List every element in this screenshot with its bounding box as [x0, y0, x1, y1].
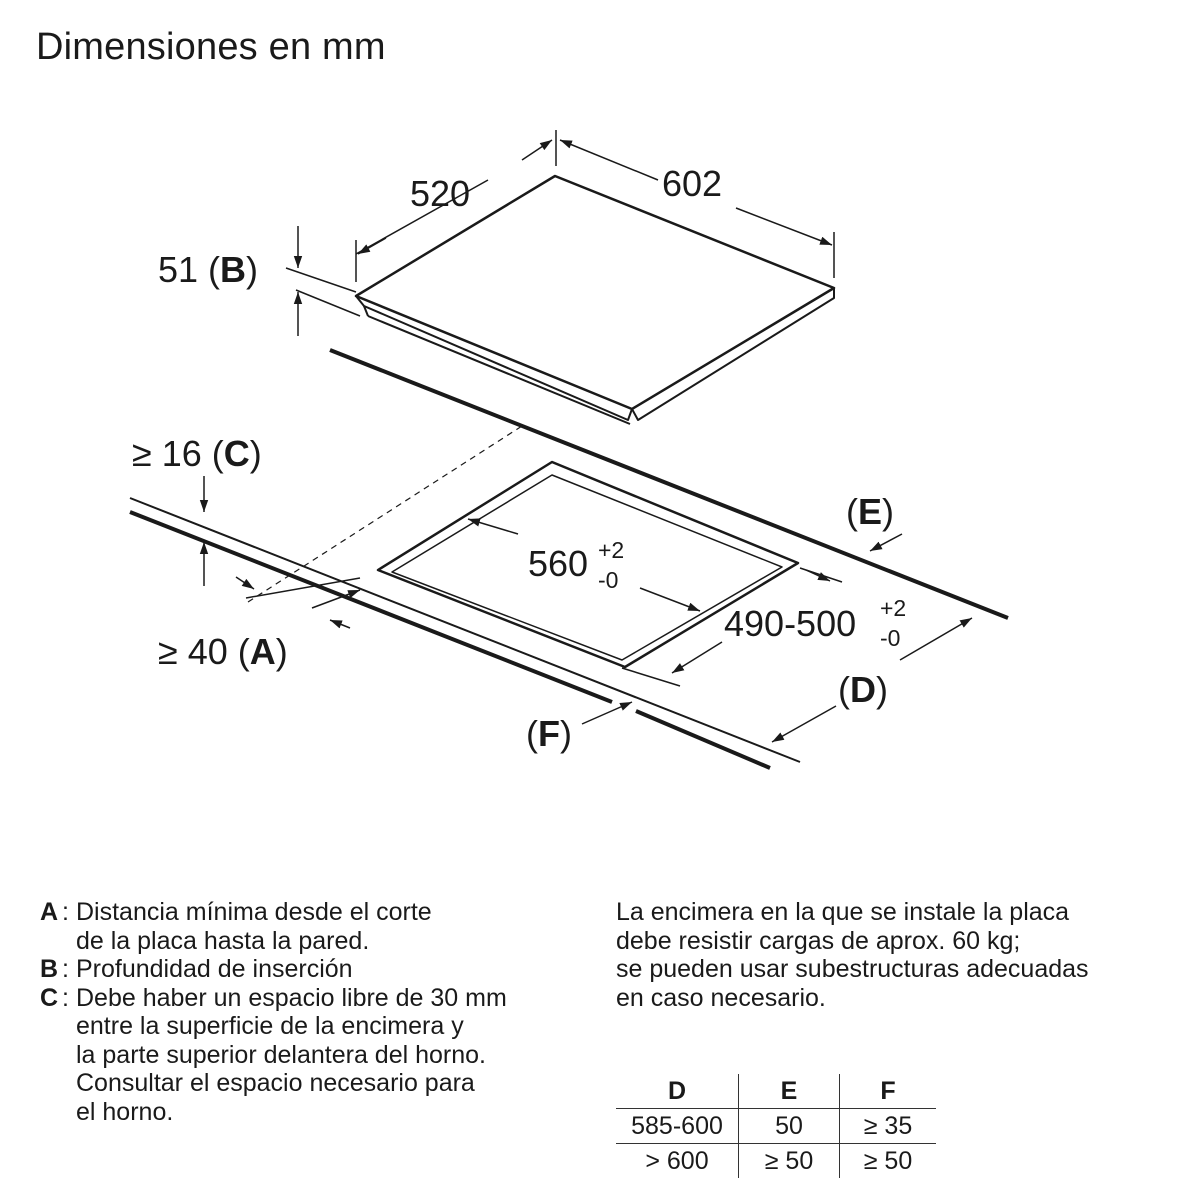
table-header: E: [738, 1074, 840, 1109]
note-line: La encimera en la que se instale la plac…: [616, 898, 1070, 926]
clearance-e-label: (E): [846, 491, 894, 532]
page-title: Dimensiones en mm: [36, 26, 386, 68]
hob-underside-edge: [367, 315, 631, 425]
table-cell: ≥ 50: [839, 1143, 936, 1178]
legend-key: A: [40, 898, 59, 926]
gap-c-dimension-label: ≥ 16 (C): [132, 433, 262, 474]
depth-dimension-label: 520: [410, 173, 470, 214]
hob-front-edge: [355, 295, 633, 421]
worktop-outline: [129, 348, 1009, 770]
load-note: La encimera en la que se instale la plac…: [616, 898, 1089, 1012]
cutout-depth-tol-plus: +2: [880, 595, 906, 621]
note-line: en caso necesario.: [616, 983, 826, 1012]
legend-item-b: B:Profundidad de inserción: [40, 955, 353, 983]
table-header-row: D E F: [616, 1074, 936, 1109]
hob-illustration: [354, 174, 836, 425]
legend-key: B: [40, 955, 59, 983]
worktop-back-edge: [329, 348, 1009, 620]
clearance-d-label: (D): [838, 669, 888, 710]
hidden-cabinet-line: [247, 425, 523, 603]
note-line: debe resistir cargas de aprox. 60 kg;: [616, 926, 1021, 955]
worktop-front-edge-top: [129, 497, 801, 763]
table-row: > 600 ≥ 50 ≥ 50: [616, 1143, 936, 1178]
legend-item-a: A:Distancia mínima desde el corte: [40, 898, 432, 926]
cutout-outline: [376, 460, 800, 669]
clearance-f-label: (F): [526, 713, 572, 754]
cutout-width-tol-plus: +2: [598, 537, 624, 563]
legend: A:Distancia mínima desde el corte de la …: [40, 898, 507, 1126]
cutout-width-label: 560: [528, 543, 588, 584]
legend-text: el horno.: [76, 1097, 174, 1126]
legend-item-c: C:Debe haber un espacio libre de 30 mm: [40, 983, 507, 1012]
cutout-depth-tol-minus: -0: [880, 625, 900, 651]
legend-text: Distancia mínima desde el corte: [76, 898, 432, 926]
installation-diagram: 520 602 51 (B) ≥ 16 (C) ≥ 40 (A) 560 +2 …: [129, 130, 1009, 770]
wall-a-dimension-label: ≥ 40 (A): [158, 631, 288, 672]
legend-text: de la placa hasta la pared.: [76, 926, 370, 955]
table-cell: ≥ 50: [738, 1143, 840, 1178]
table-cell: 585-600: [616, 1108, 739, 1144]
legend-text: Debe haber un espacio libre de 30 mm: [76, 983, 507, 1012]
worktop-front-edge-bottom: [129, 510, 613, 704]
table-row: 585-600 50 ≥ 35: [616, 1108, 936, 1144]
dimension-lines: [199, 130, 973, 743]
height-dimension-label: 51 (B): [158, 249, 258, 290]
cutout-width-tol-minus: -0: [598, 567, 618, 593]
legend-key: C: [40, 983, 59, 1012]
width-dimension-label: 602: [662, 163, 722, 204]
legend-text: Profundidad de inserción: [76, 955, 353, 983]
legend-text: entre la superficie de la encimera y: [76, 1012, 464, 1040]
note-line: se pueden usar subestructuras adecuadas: [616, 955, 1089, 983]
table-cell: 50: [738, 1108, 840, 1144]
table-cell: ≥ 35: [839, 1108, 936, 1144]
table-cell: > 600: [645, 1146, 709, 1175]
table-header: D: [616, 1074, 739, 1109]
hob-right-edge: [631, 288, 835, 421]
legend-text: la parte superior delantera del horno.: [76, 1040, 486, 1069]
clearance-table: D E F 585-600 50 ≥ 35 > 600 ≥ 50 ≥ 50: [616, 1074, 936, 1178]
cutout-depth-label: 490-500: [724, 603, 856, 644]
legend-text: Consultar el espacio necesario para: [76, 1069, 475, 1097]
table-header: F: [839, 1074, 936, 1109]
